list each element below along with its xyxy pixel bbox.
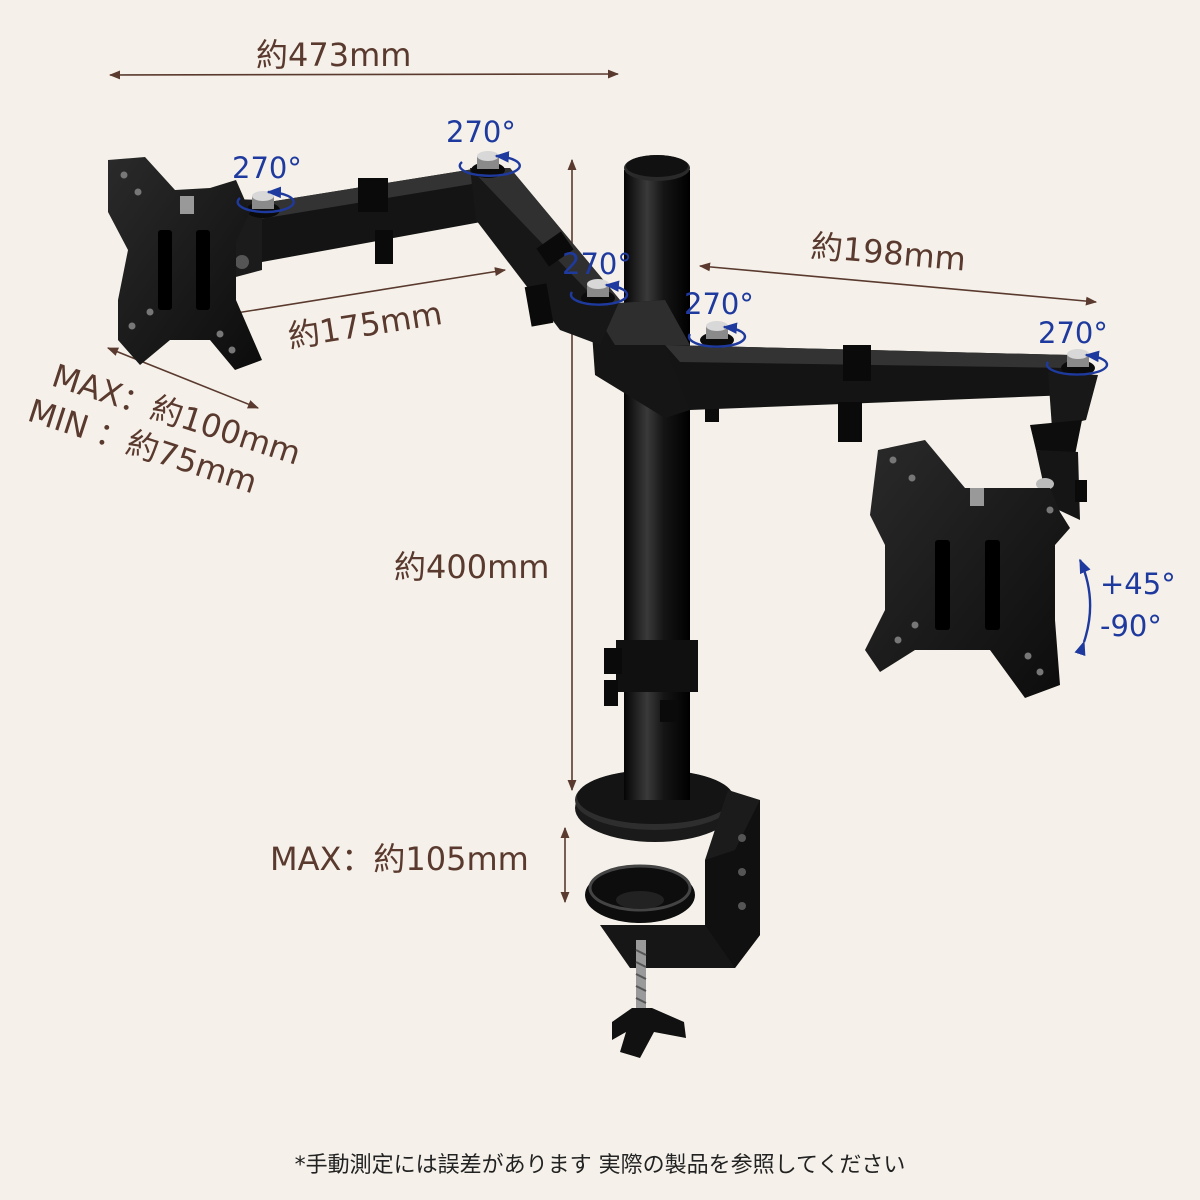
right-arm-line [698, 262, 1098, 306]
pole [604, 155, 698, 800]
left-vesa-plate [108, 157, 262, 370]
left-arm [195, 151, 620, 345]
left-arm-label: 約175mm [285, 294, 444, 356]
clamp-max-label: MAX：約105mm [270, 840, 529, 878]
rotate-arrow-icon [569, 280, 629, 306]
rotation-left-upper-joint: 270° [446, 115, 516, 149]
tilt-up-label: +45° [1100, 567, 1176, 601]
right-vesa-plate [865, 440, 1070, 698]
rotation-left-lower-joint: 270° [562, 247, 632, 281]
tilt-down-label: -90° [1100, 609, 1162, 643]
right-arm [665, 321, 1098, 520]
total-width-line [108, 69, 620, 80]
rotation-arrows [236, 151, 1109, 657]
rotation-right-mount: 270° [1038, 316, 1108, 350]
rotation-right-inner-joint: 270° [684, 287, 754, 321]
rotate-arrow-icon [236, 186, 295, 214]
rotate-arrow-icon [458, 151, 521, 177]
rotate-arrow-icon [1045, 350, 1109, 376]
footnote: *手動測定には誤差があります 実際の製品を参照してください [294, 1153, 906, 1178]
desk-clamp [575, 770, 760, 1058]
right-arm-label: 約198mm [809, 227, 967, 278]
rotate-arrow-icon [687, 322, 747, 348]
rotation-left-mount: 270° [232, 151, 302, 185]
left-arm-line [203, 267, 507, 321]
vesa-line [106, 347, 260, 409]
tilt-arrow-icon [1074, 558, 1092, 657]
total-width-label: 約473mm [256, 36, 411, 74]
pole-height-label: 約400mm [394, 548, 549, 586]
